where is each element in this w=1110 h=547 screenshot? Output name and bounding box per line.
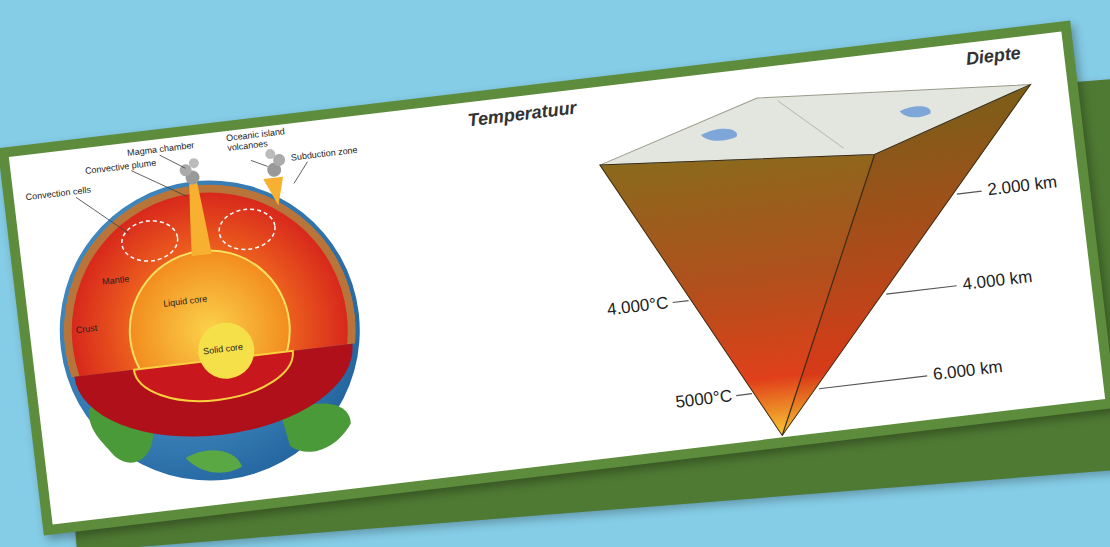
temperature-wedge	[594, 66, 1068, 453]
